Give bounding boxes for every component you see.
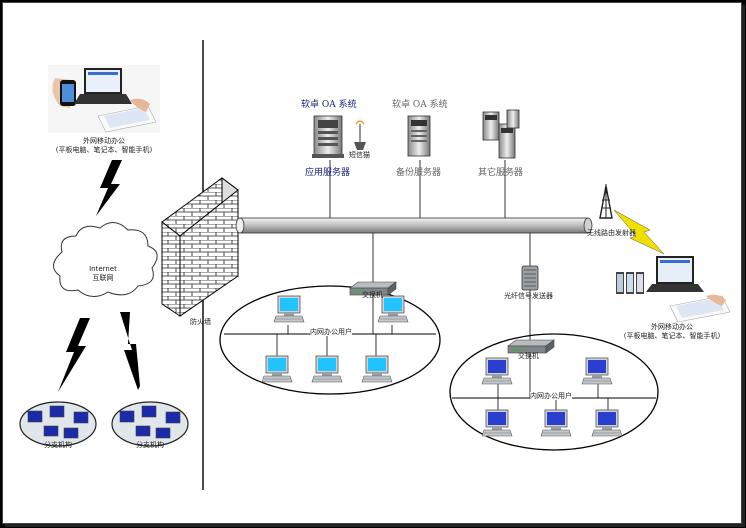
wireless-router-label: 无线路由发射器	[587, 229, 636, 237]
mobile-office-right-subtitle: (平板电脑、笔记本、智能手机)	[623, 332, 721, 340]
branch-link-lightning-left	[58, 318, 90, 392]
pc-icon-right-2	[581, 357, 613, 385]
pc-icon-left-4	[311, 355, 343, 383]
other-servers-icon	[482, 109, 520, 159]
pc-icon-right-4	[540, 409, 572, 437]
backup-server-icon	[407, 115, 431, 157]
sms-modem-icon	[354, 120, 366, 150]
lan-users-label-right: 内网办公用户	[530, 392, 572, 401]
backup-server-system-title: 软卓 OA 系统	[392, 100, 448, 110]
pc-icon-left-2	[377, 295, 409, 323]
backup-server-label: 备份服务器	[396, 168, 442, 178]
pc-icon-left-1	[273, 295, 305, 323]
firewall-wall	[161, 177, 239, 317]
fiber-transceiver-label: 光纤信号发送器	[504, 292, 553, 300]
branch-label-left: 分支机构	[44, 441, 72, 449]
internet-label-en: Internet	[89, 265, 117, 273]
pc-icon-right-3	[481, 409, 513, 437]
wireless-signal-lightning	[613, 209, 665, 255]
mobile-devices-image-right	[616, 256, 731, 323]
internet-cloud	[53, 222, 158, 297]
switch-label-left: 交换机	[362, 291, 383, 299]
branch-office-left	[19, 401, 97, 447]
app-server-label: 应用服务器	[305, 168, 351, 178]
backbone-bus	[235, 217, 593, 234]
branch-link-lightning-right	[120, 312, 140, 390]
remote-office-subtitle: (平板电脑、笔记本、智能手机)	[55, 146, 153, 154]
wireless-router-tower	[599, 184, 613, 219]
branch-label-right: 分支机构	[136, 441, 164, 449]
app-server-system-title: 软卓 OA 系统	[301, 100, 357, 110]
mobile-office-right-title: 外网移动办公	[651, 323, 693, 331]
switch-label-right: 交换机	[518, 352, 539, 360]
remote-office-devices-image	[48, 65, 160, 133]
lan-users-label-left: 内网办公用户	[310, 328, 352, 337]
pc-icon-left-3	[261, 355, 293, 383]
pc-icon-left-5	[361, 355, 393, 383]
firewall-label: 防火墙	[190, 318, 211, 326]
remote-link-lightning	[96, 160, 122, 216]
sms-modem-label: 短信猫	[349, 151, 370, 159]
branch-office-right	[111, 401, 189, 447]
remote-office-title: 外网移动办公	[83, 137, 125, 145]
app-server-icon	[312, 115, 344, 158]
pc-icon-right-1	[481, 357, 513, 385]
pc-icon-right-5	[591, 409, 623, 437]
other-servers-label: 其它服务器	[478, 168, 524, 178]
internet-label-cn: 互联网	[92, 274, 114, 282]
fiber-transceiver-icon	[521, 265, 539, 291]
